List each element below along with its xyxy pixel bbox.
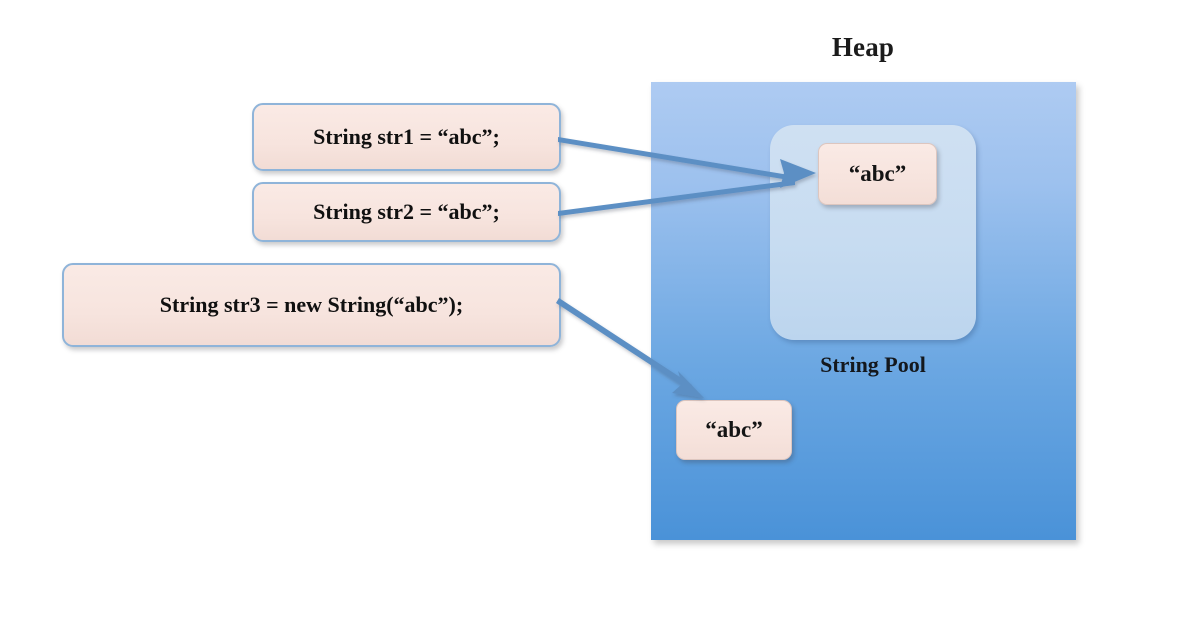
statement-box-str2: String str2 = “abc”; (252, 182, 561, 242)
pool-literal-box: “abc” (818, 143, 937, 205)
statement-box-str3: String str3 = new String(“abc”); (62, 263, 561, 347)
statement-box-str1: String str1 = “abc”; (252, 103, 561, 171)
heap-title: Heap (831, 32, 895, 62)
heap-object-box: “abc” (676, 400, 792, 460)
string-pool-label: String Pool (820, 352, 926, 377)
